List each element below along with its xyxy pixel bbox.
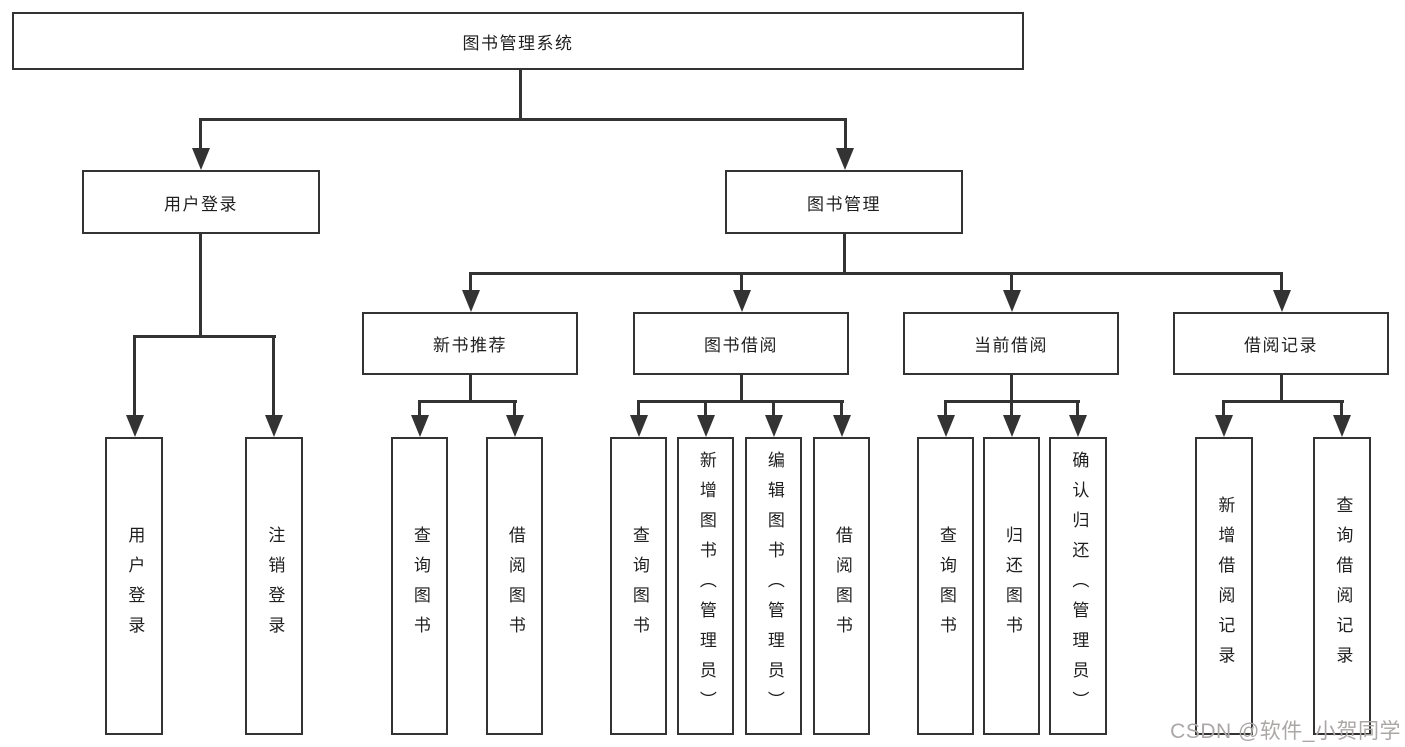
leaf-query-books-recommend: 查询图书 (391, 437, 448, 735)
connector-shaft (944, 400, 947, 417)
leaf-confirm-return-admin-label: 确认归还（管理员） (1069, 451, 1089, 721)
arrowhead-down-icon (1333, 415, 1351, 437)
node-user-login: 用户登录 (82, 170, 320, 234)
connector-shaft (1340, 400, 1343, 417)
leaf-add-borrow-record-label: 新增借阅记录 (1215, 496, 1235, 676)
arrowhead-down-icon (1069, 415, 1087, 437)
arrowhead-down-icon (833, 415, 851, 437)
leaf-user-login: 用户登录 (105, 437, 163, 735)
node-new-book-recommend-label: 新书推荐 (433, 336, 507, 355)
connector-shaft (1076, 400, 1079, 417)
arrowhead-down-icon (506, 415, 524, 437)
leaf-query-books-current: 查询图书 (917, 437, 974, 735)
connector-shaft (772, 400, 775, 417)
connector-shaft (418, 400, 421, 417)
leaf-query-books-borrow-label: 查询图书 (629, 526, 649, 646)
leaf-logout-label: 注销登录 (265, 526, 285, 646)
connector-newbook-split (418, 400, 517, 403)
arrowhead-down-icon (1003, 415, 1021, 437)
arrowhead-down-icon (126, 415, 144, 437)
connector-shaft (740, 272, 743, 292)
connector-shaft (513, 400, 516, 417)
arrowhead-down-icon (462, 290, 480, 312)
connector-shaft (199, 118, 202, 150)
arrowhead-down-icon (1003, 290, 1021, 312)
leaf-user-login-label: 用户登录 (125, 526, 145, 646)
node-book-management: 图书管理 (725, 170, 963, 234)
leaf-add-books-admin-label: 新增图书（管理员） (696, 451, 716, 721)
connector-userlogin-split (133, 335, 276, 338)
leaf-add-books-admin: 新增图书（管理员） (677, 437, 734, 735)
arrowhead-down-icon (411, 415, 429, 437)
connector-shaft (133, 335, 136, 417)
connector-borrowrecords-drop (1280, 375, 1283, 402)
leaf-edit-books-admin-label: 编辑图书（管理员） (764, 451, 784, 721)
connector-shaft (1222, 400, 1225, 417)
leaf-borrow-books-borrow: 借阅图书 (813, 437, 870, 735)
leaf-borrow-books-recommend-label: 借阅图书 (505, 526, 525, 646)
node-borrow-records: 借阅记录 (1173, 312, 1389, 375)
connector-shaft (844, 118, 847, 150)
leaf-return-books-label: 归还图书 (1002, 526, 1022, 646)
connector-shaft (840, 400, 843, 417)
leaf-edit-books-admin: 编辑图书（管理员） (745, 437, 802, 735)
connector-newbook-drop (469, 375, 472, 402)
arrowhead-down-icon (836, 148, 854, 170)
leaf-query-borrow-record-label: 查询借阅记录 (1333, 496, 1353, 676)
connector-root-drop (519, 70, 522, 120)
connector-shaft (272, 335, 275, 417)
leaf-confirm-return-admin: 确认归还（管理员） (1049, 437, 1107, 735)
leaf-query-books-current-label: 查询图书 (936, 526, 956, 646)
connector-bookmgmt-split (469, 272, 1283, 275)
arrowhead-down-icon (192, 148, 210, 170)
arrowhead-down-icon (697, 415, 715, 437)
connector-shaft (637, 400, 640, 417)
arrowhead-down-icon (1273, 290, 1291, 312)
connector-root-split (199, 118, 847, 121)
arrowhead-down-icon (265, 415, 283, 437)
arrowhead-down-icon (630, 415, 648, 437)
connector-bookborrow-split (637, 400, 844, 403)
node-root-label: 图书管理系统 (462, 33, 574, 53)
connector-shaft (1010, 400, 1013, 417)
leaf-return-books: 归还图书 (983, 437, 1040, 735)
leaf-logout: 注销登录 (245, 437, 303, 735)
connector-bookmgmt-drop (843, 234, 846, 274)
connector-shaft (469, 272, 472, 292)
node-current-borrow-label: 当前借阅 (974, 336, 1048, 355)
connector-shaft (704, 400, 707, 417)
node-borrow-records-label: 借阅记录 (1244, 336, 1318, 355)
leaf-query-borrow-record: 查询借阅记录 (1313, 437, 1371, 735)
node-new-book-recommend: 新书推荐 (362, 312, 578, 375)
connector-currentborrow-drop (1010, 375, 1013, 402)
leaf-borrow-books-borrow-label: 借阅图书 (832, 526, 852, 646)
node-current-borrow: 当前借阅 (903, 312, 1119, 375)
arrowhead-down-icon (733, 290, 751, 312)
node-book-borrow-label: 图书借阅 (704, 336, 778, 355)
arrowhead-down-icon (765, 415, 783, 437)
connector-shaft (1010, 272, 1013, 292)
leaf-borrow-books-recommend: 借阅图书 (486, 437, 543, 735)
watermark: CSDN @软件_小贺同学 (1170, 720, 1401, 743)
leaf-query-books-recommend-label: 查询图书 (410, 526, 430, 646)
node-user-login-label: 用户登录 (164, 194, 238, 214)
connector-borrowrecords-split (1222, 400, 1344, 403)
node-book-borrow: 图书借阅 (633, 312, 849, 375)
connector-shaft (1280, 272, 1283, 292)
node-root: 图书管理系统 (12, 12, 1024, 70)
leaf-add-borrow-record: 新增借阅记录 (1195, 437, 1253, 735)
arrowhead-down-icon (937, 415, 955, 437)
node-book-management-label: 图书管理 (807, 194, 881, 214)
leaf-query-books-borrow: 查询图书 (610, 437, 667, 735)
arrowhead-down-icon (1215, 415, 1233, 437)
connector-userlogin-drop (199, 234, 202, 337)
connector-bookborrow-drop (740, 375, 743, 402)
